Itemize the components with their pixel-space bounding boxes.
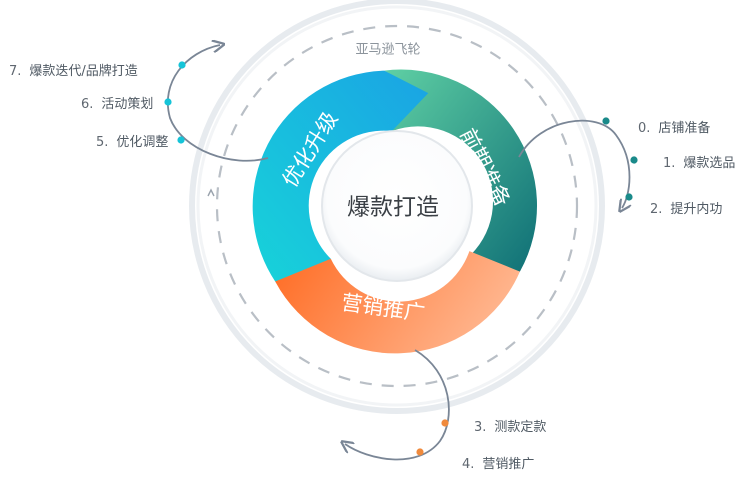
- step-label-5: 5.优化调整: [96, 135, 169, 150]
- prep-dot-2: [625, 193, 633, 201]
- center-disc: [321, 130, 473, 282]
- prep-dot-0: [602, 117, 610, 125]
- step-label-2: 2.提升内功: [650, 202, 723, 217]
- ring-label-bg: [350, 39, 426, 59]
- step-label-0: 0.店铺准备: [638, 121, 711, 136]
- prep-dot-1: [630, 156, 638, 164]
- ring-label: 亚马逊飞轮: [355, 43, 420, 58]
- promo-dot-3: [441, 419, 449, 427]
- segment-optimize: [252, 70, 429, 282]
- optimize-dot-7: [178, 61, 186, 69]
- outer-ring-shadow: [196, 5, 598, 407]
- optimize-dot-6: [164, 98, 172, 106]
- orbit-arrow-icon: [207, 188, 215, 197]
- prep-connector-arc: [518, 119, 630, 208]
- step-label-1: 1.爆款选品: [663, 156, 736, 171]
- segment-promo: [275, 244, 520, 354]
- step-label-6: 6.活动策划: [81, 97, 154, 112]
- center-label: 爆款打造: [347, 195, 439, 221]
- dashed-orbit: [215, 24, 579, 388]
- step-label-3: 3.测款定款: [474, 420, 547, 435]
- segment-prep: [384, 69, 538, 272]
- step-label-4: 4.营销推广: [462, 457, 535, 472]
- optimize-dot-5: [177, 136, 185, 144]
- optimize-connector-arc: [167, 45, 269, 162]
- step-label-7: 7.爆款迭代/品牌打造: [9, 64, 138, 79]
- promo-connector-arc: [345, 349, 450, 461]
- promo-dot-4: [416, 448, 424, 456]
